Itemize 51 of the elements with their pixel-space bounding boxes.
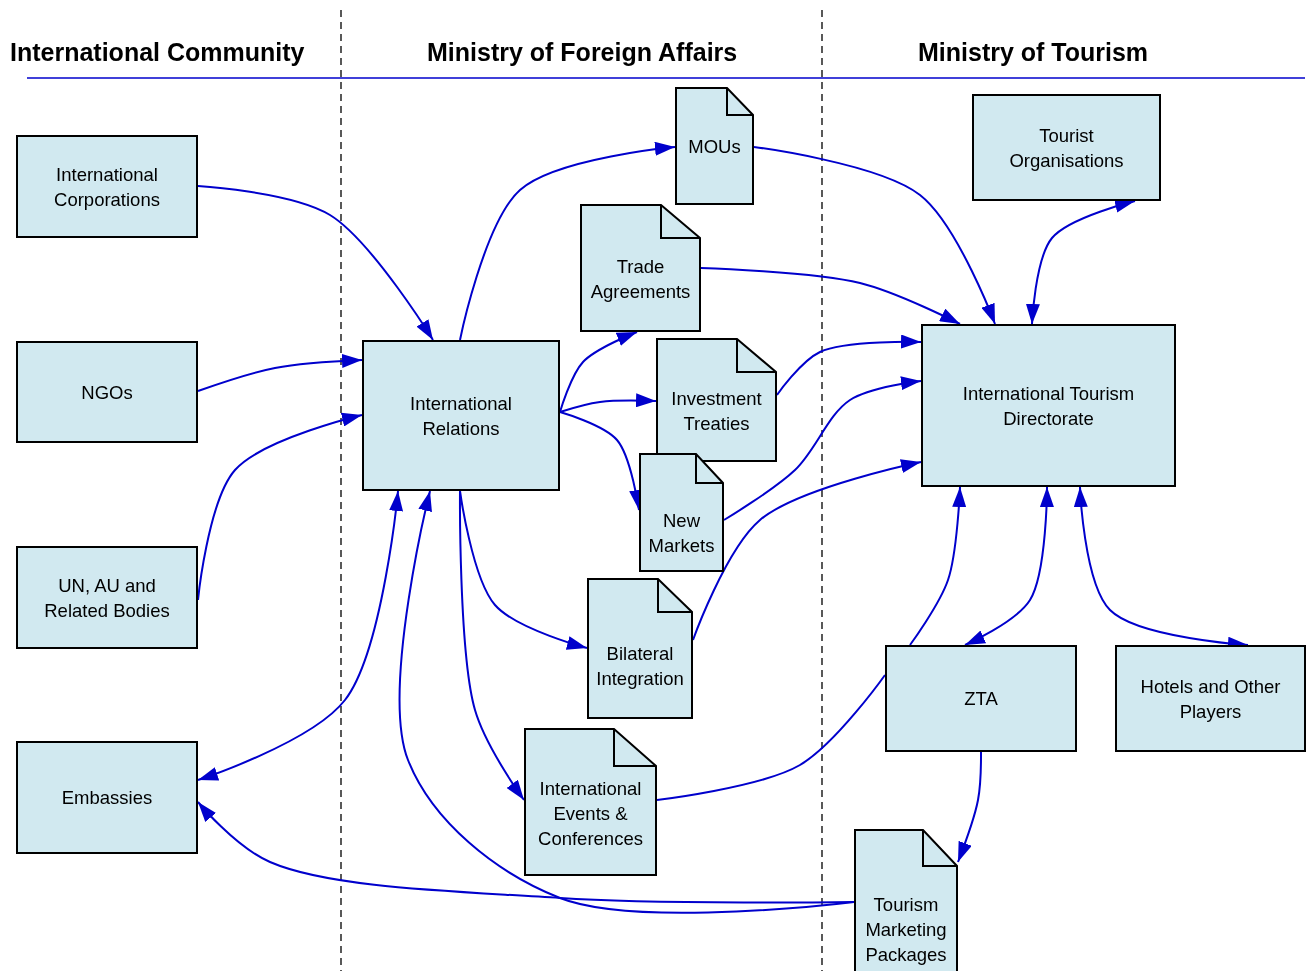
node-label: Embassies	[61, 786, 153, 810]
node-label: UN, AU and Related Bodies	[43, 573, 171, 623]
node-label: ZTA	[964, 687, 998, 711]
node-label: Investment Treaties	[670, 387, 763, 436]
arrow	[692, 459, 922, 641]
arrow	[909, 486, 967, 646]
document-shape	[854, 829, 958, 971]
arrow	[398, 490, 855, 914]
arrow	[723, 376, 922, 521]
arrow	[559, 393, 657, 413]
arrow	[776, 334, 922, 396]
arrow	[197, 185, 434, 341]
process-box	[16, 341, 198, 443]
process-box	[921, 324, 1176, 487]
process-box	[1115, 645, 1306, 752]
node-label: New Markets	[647, 508, 716, 558]
document-shape	[656, 338, 777, 462]
process-box	[16, 135, 198, 238]
arrow	[964, 486, 1054, 646]
process-box	[885, 645, 1077, 752]
node-label: Tourist Organisations	[1008, 123, 1125, 173]
node-label: Tourism Marketing Packages	[864, 892, 948, 967]
node-label: MOUs	[688, 134, 741, 159]
arrow	[459, 490, 525, 801]
lane-heading: Ministry of Foreign Affairs	[427, 38, 738, 67]
node-label: International Corporations	[53, 162, 161, 212]
arrow	[459, 142, 676, 341]
document-shape	[675, 87, 754, 205]
process-box	[16, 546, 198, 649]
arrow	[197, 353, 363, 392]
document-shape	[587, 578, 693, 719]
arrow	[197, 490, 403, 781]
node-label: International Events & Conferences	[537, 776, 644, 851]
arrow	[753, 146, 996, 325]
arrow	[1026, 199, 1136, 325]
document-shape	[580, 204, 701, 332]
document-shape	[639, 453, 724, 572]
arrow	[700, 267, 961, 325]
lane-heading: International Community	[10, 38, 305, 67]
node-label: International Relations	[409, 391, 513, 441]
process-box	[362, 340, 560, 491]
node-label: Trade Agreements	[589, 255, 692, 304]
lane-heading: Ministry of Tourism	[918, 38, 1149, 67]
process-box	[972, 94, 1161, 201]
process-box	[16, 741, 198, 854]
node-label: International Tourism Directorate	[961, 381, 1136, 431]
arrow	[957, 751, 982, 863]
document-shape	[524, 728, 657, 876]
node-label: Bilateral Integration	[595, 641, 685, 691]
node-label: Hotels and Other Players	[1139, 674, 1282, 724]
node-label: NGOs	[81, 380, 133, 405]
